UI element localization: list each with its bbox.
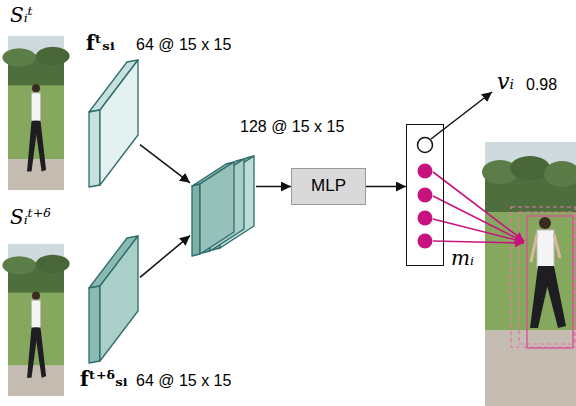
output-photo	[537, 230, 554, 268]
dimension-label: 64 @ 15 x 15	[136, 372, 231, 390]
output-photo	[482, 142, 576, 406]
concat-feature-map: 128 @ 15 x 15	[190, 152, 256, 264]
visibility-arrow	[431, 92, 492, 139]
visibility-arrow	[431, 92, 492, 139]
data-flow-arrow	[256, 186, 291, 188]
slab-face	[89, 110, 100, 187]
output-neurons	[418, 164, 433, 179]
output-photo	[544, 161, 576, 187]
box-regression-lines	[433, 172, 524, 241]
feature-map-shape	[86, 56, 140, 192]
feature-map: fᵗ⁺ᵟₛᵢ64 @ 15 x 15	[86, 232, 140, 368]
data-flow-arrow	[140, 236, 190, 278]
photo-trees	[36, 255, 70, 273]
score-symbol: vᵢ	[497, 70, 514, 94]
box-regression-lines	[433, 172, 524, 243]
output-photo	[531, 234, 537, 262]
slab-face	[100, 236, 138, 361]
output-neurons	[418, 138, 433, 153]
photo-person	[32, 84, 40, 92]
photo-person	[32, 292, 40, 300]
node-heading: mᵢ	[451, 247, 474, 269]
output-neurons	[418, 211, 433, 226]
data-flow-arrow	[366, 186, 406, 188]
photo-trees	[2, 256, 36, 274]
box-regression-lines	[433, 219, 524, 242]
node-heading: fᵗ⁺ᵟₛᵢ	[80, 368, 128, 390]
output-neurons	[418, 138, 433, 249]
photo-person	[34, 328, 46, 378]
process-label: MLP	[311, 177, 346, 196]
slab-face	[89, 286, 100, 363]
node-heading: Sᵢᵗ	[10, 4, 33, 26]
photo-road	[8, 159, 64, 190]
score-value: 0.98	[526, 76, 557, 94]
data-flow-arrow	[140, 145, 190, 183]
photo-person	[32, 300, 41, 329]
slab-face	[100, 60, 138, 185]
feature-map: fᵗₛᵢ64 @ 15 x 15	[86, 56, 140, 192]
output-neurons	[418, 188, 433, 203]
input-frame: Sᵢᵗ⁺ᵟ	[8, 244, 64, 396]
input-photo	[8, 36, 64, 190]
photo-person	[32, 93, 41, 122]
box-regression-lines	[433, 241, 524, 243]
photo-trees	[2, 48, 36, 66]
output-photo	[510, 156, 550, 180]
mlp-box: MLP	[291, 168, 366, 205]
output-photo	[542, 266, 566, 328]
node-heading: Sᵢᵗ⁺ᵟ	[10, 206, 51, 228]
feature-map-shape	[89, 60, 138, 187]
feature-map-shape	[190, 152, 256, 264]
box-regression-lines	[433, 196, 524, 242]
output-vector: mᵢ	[406, 124, 444, 266]
output-photo	[511, 207, 575, 347]
input-photo	[8, 244, 64, 396]
feature-map-shape	[192, 162, 234, 256]
slab-face	[192, 184, 200, 256]
photo-trees	[36, 47, 70, 65]
feature-map-shape	[86, 232, 140, 368]
output-photo	[485, 330, 576, 406]
slab-face	[200, 162, 234, 254]
output-neurons	[418, 234, 433, 249]
dimension-label: 64 @ 15 x 15	[136, 36, 231, 54]
photo-person	[34, 121, 46, 172]
feature-map-shape	[89, 236, 138, 363]
output-photo	[554, 234, 560, 258]
input-frame: Sᵢᵗ	[8, 36, 64, 190]
output-photo	[527, 216, 573, 348]
node-heading: 128 @ 15 x 15	[240, 118, 344, 136]
photo-road	[8, 366, 64, 396]
node-heading: fᵗₛᵢ	[86, 32, 115, 54]
output-photo	[539, 217, 551, 229]
